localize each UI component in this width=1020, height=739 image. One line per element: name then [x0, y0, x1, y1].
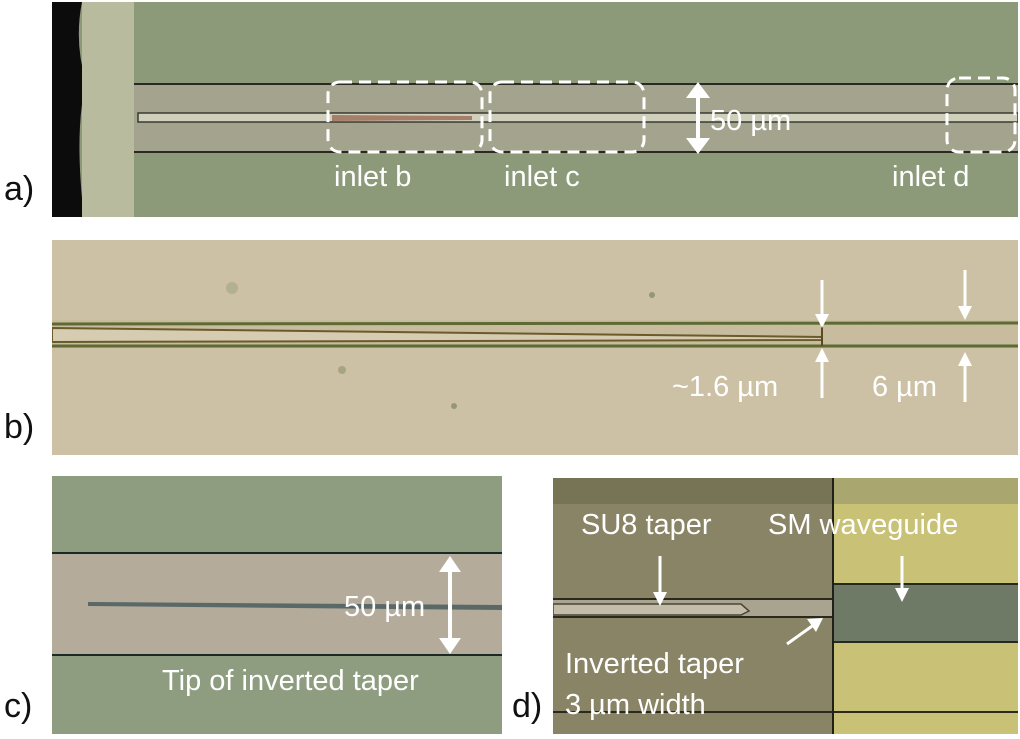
tip-arrows [815, 280, 829, 398]
inlet-d-label: inlet d [892, 161, 969, 193]
width-label: 50 µm [710, 105, 791, 137]
width-arrow [686, 82, 710, 154]
sm-arrow [895, 556, 909, 602]
tip-width-label: ~1.6 µm [672, 371, 778, 403]
panel-c-letter: c) [4, 687, 33, 725]
panel-a-letter: a) [4, 170, 35, 208]
panel-a-micrograph: 50 µm inlet b inlet c inlet d [52, 2, 1018, 217]
inlet-b-box [326, 80, 484, 154]
sm-waveguide-label: SM waveguide [768, 509, 958, 541]
panel-b-letter: b) [4, 408, 35, 446]
su8-taper-label: SU8 taper [581, 509, 712, 541]
inverted-taper-width-label: 3 µm width [565, 689, 706, 721]
taper-tip-caption: Tip of inverted taper [162, 665, 419, 697]
panel-d-letter: d) [512, 687, 543, 725]
su8-arrow [653, 556, 667, 606]
guide-arrows [958, 270, 972, 402]
inlet-c-box [488, 80, 646, 154]
panel-d-micrograph: SU8 taper SM waveguide Inverted taper 3 … [553, 478, 1018, 734]
inlet-b-label: inlet b [334, 161, 411, 193]
guide-width-label: 6 µm [872, 371, 937, 403]
inlet-d-box [945, 76, 1017, 154]
inverted-taper-label: Inverted taper [565, 648, 744, 680]
width-label: 50 µm [344, 591, 425, 623]
panel-c-micrograph: 50 µm Tip of inverted taper [52, 476, 502, 734]
width-arrow [439, 556, 461, 654]
panel-b-micrograph: ~1.6 µm 6 µm [52, 240, 1018, 455]
inlet-c-label: inlet c [504, 161, 580, 193]
inverted-taper-arrow [786, 618, 823, 646]
